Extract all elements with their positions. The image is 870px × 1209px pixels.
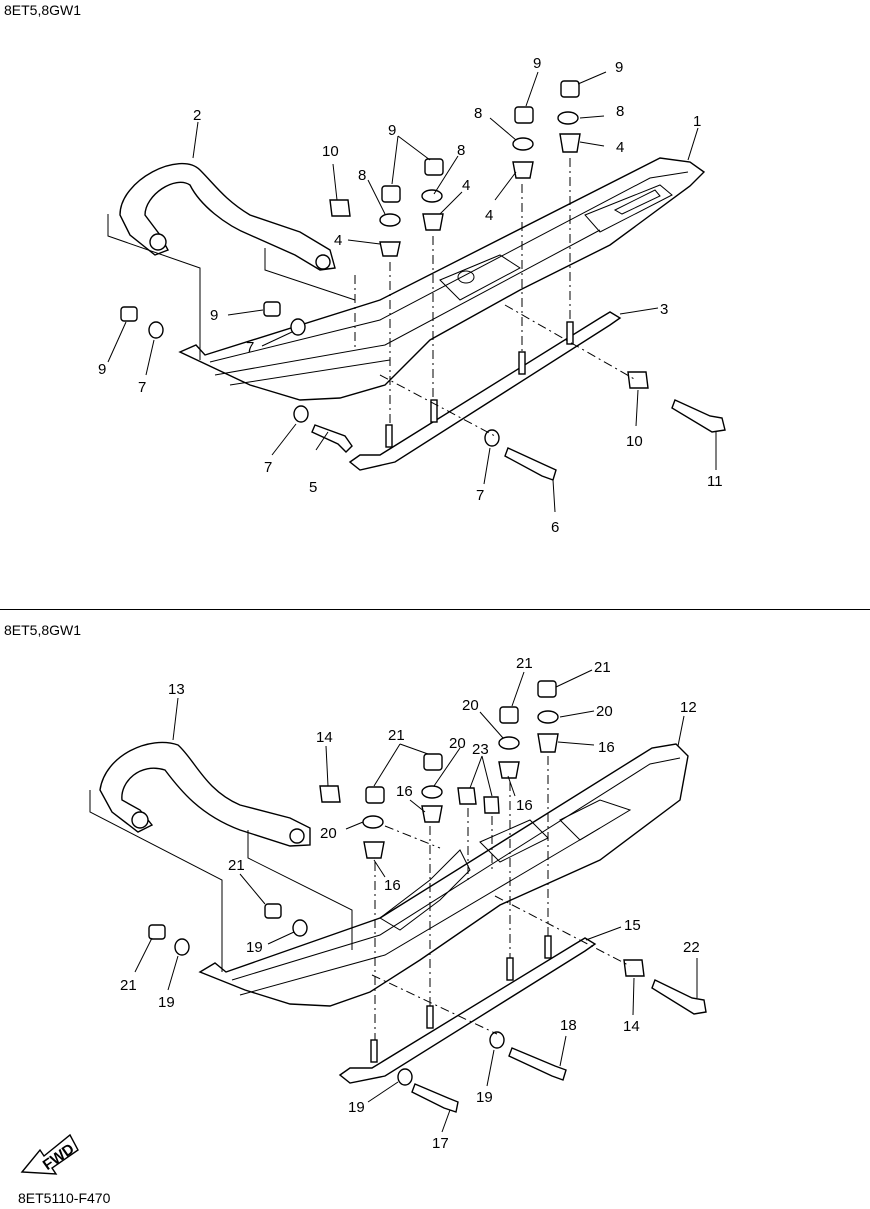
- callout-10: 10: [626, 433, 643, 450]
- callout-23: 23: [472, 741, 489, 758]
- callout-21: 21: [228, 857, 245, 874]
- callout-20: 20: [320, 825, 337, 842]
- callout-19: 19: [476, 1089, 493, 1106]
- callout-9: 9: [210, 307, 218, 324]
- callout-9: 9: [533, 55, 541, 72]
- callout-20: 20: [449, 735, 466, 752]
- bottom-ski-assembly: FWD: [20, 669, 707, 1175]
- ski-body-bottom: [198, 743, 689, 1007]
- callout-1: 1: [693, 113, 701, 130]
- callout-20: 20: [596, 703, 613, 720]
- bolt-17: [411, 1083, 459, 1113]
- section-divider: [0, 609, 870, 610]
- wear-bar-top: [348, 311, 622, 471]
- callout-14: 14: [623, 1018, 640, 1035]
- callout-16: 16: [598, 739, 615, 756]
- callout-16: 16: [396, 783, 413, 800]
- bolt-5: [311, 424, 353, 453]
- callout-14: 14: [316, 729, 333, 746]
- wear-bar-bottom: [338, 937, 597, 1084]
- callout-7: 7: [246, 339, 254, 356]
- bolt-6: [504, 447, 557, 481]
- callout-22: 22: [683, 939, 700, 956]
- callout-19: 19: [348, 1099, 365, 1116]
- callout-4: 4: [616, 139, 624, 156]
- callout-2: 2: [193, 107, 201, 124]
- callout-15: 15: [624, 917, 641, 934]
- callout-21: 21: [388, 727, 405, 744]
- callout-6: 6: [551, 519, 559, 536]
- callout-16: 16: [384, 877, 401, 894]
- callout-5: 5: [309, 479, 317, 496]
- callout-19: 19: [246, 939, 263, 956]
- callout-10: 10: [322, 143, 339, 160]
- callout-9: 9: [98, 361, 106, 378]
- callout-21: 21: [120, 977, 137, 994]
- callout-4: 4: [462, 177, 470, 194]
- diagram-header-top: 8ET5,8GW1: [4, 2, 82, 18]
- callout-7: 7: [264, 459, 272, 476]
- callout-8: 8: [457, 142, 465, 159]
- callout-21: 21: [594, 659, 611, 676]
- bolt-11: [671, 399, 726, 433]
- callout-4: 4: [485, 207, 493, 224]
- callout-12: 12: [680, 699, 697, 716]
- bolt-18: [508, 1047, 567, 1081]
- callout-9: 9: [388, 122, 396, 139]
- diagram-code: 8ET5110-F470: [18, 1190, 111, 1206]
- callout-8: 8: [474, 105, 482, 122]
- ski-handle-bottom: [99, 741, 311, 847]
- callout-7: 7: [476, 487, 484, 504]
- bolt-22: [651, 979, 707, 1015]
- callout-16: 16: [516, 797, 533, 814]
- callout-9: 9: [615, 59, 623, 76]
- callout-11: 11: [707, 473, 723, 490]
- fwd-arrow-icon: [20, 1133, 79, 1175]
- callout-18: 18: [560, 1017, 577, 1034]
- ski-handle-top: [119, 162, 336, 271]
- callout-13: 13: [168, 681, 185, 698]
- callout-20: 20: [462, 697, 479, 714]
- callout-3: 3: [660, 301, 668, 318]
- callout-21: 21: [516, 655, 533, 672]
- diagram-header-bottom: 8ET5,8GW1: [4, 622, 82, 638]
- callout-19: 19: [158, 994, 175, 1011]
- callout-8: 8: [358, 167, 366, 184]
- callout-7: 7: [138, 379, 146, 396]
- callout-4: 4: [334, 232, 342, 249]
- callout-17: 17: [432, 1135, 449, 1152]
- top-ski-assembly: [107, 71, 726, 513]
- callout-8: 8: [616, 103, 624, 120]
